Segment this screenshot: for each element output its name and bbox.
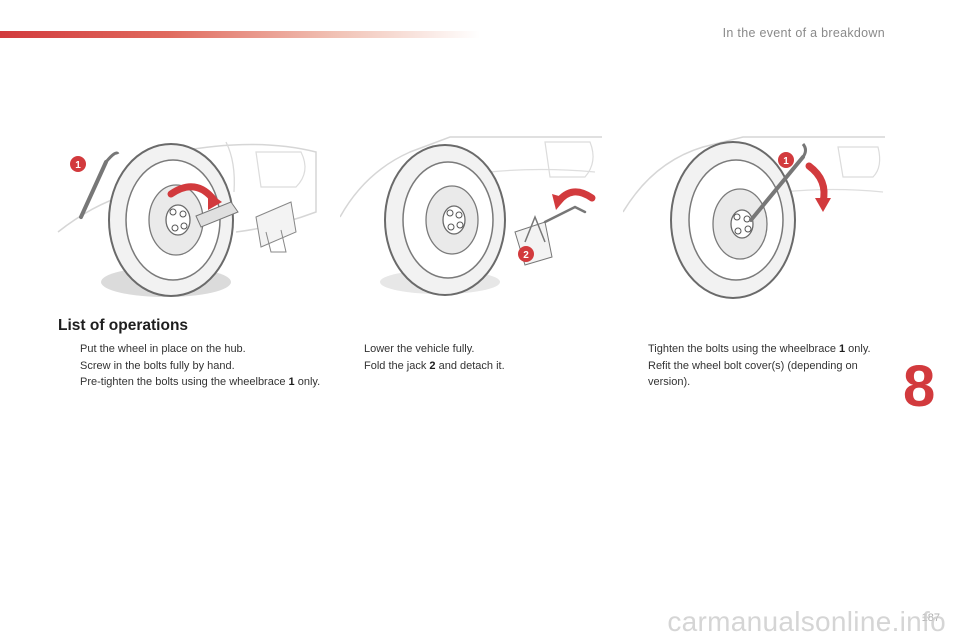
step-text: Screw in the bolts fully by hand.: [80, 359, 235, 372]
callout-label: 2: [523, 250, 529, 261]
reference-number: 1: [839, 343, 846, 355]
list-item: Put the wheel in place on the hub.: [58, 341, 323, 358]
callout-label: 1: [783, 156, 789, 167]
wheelbrace-tightening-icon: 1: [623, 136, 885, 299]
list-item: Refit the wheel bolt cover(s) (depending…: [626, 358, 891, 391]
step-text: and detach it.: [435, 359, 505, 372]
step-list-column-1: Put the wheel in place on the hub. Screw…: [58, 341, 323, 391]
list-item: Screw in the bolts fully by hand.: [58, 358, 323, 375]
chapter-title: In the event of a breakdown: [722, 26, 885, 40]
page-number: 187: [921, 612, 940, 624]
callout-label: 1: [75, 160, 81, 171]
watermark: carmanualsonline.info: [667, 606, 946, 637]
illustration-tighten-bolts: 1: [623, 132, 885, 307]
list-item: Fold the jack 2 and detach it.: [342, 358, 607, 375]
list-item: Lower the vehicle fully.: [342, 341, 607, 358]
step-text: Pre-tighten the bolts using the wheelbra…: [80, 376, 289, 388]
reference-number: 2: [429, 359, 436, 372]
wheel-bolt-tightening-icon: 1: [57, 141, 317, 297]
chapter-number: 8: [903, 354, 936, 419]
list-item: Tighten the bolts using the wheelbrace 1…: [626, 341, 891, 358]
chapter-color-bar: [0, 31, 480, 38]
step-text: Fold the jack: [364, 359, 430, 372]
jack-lowering-icon: 2: [340, 136, 602, 296]
list-item: Pre-tighten the bolts using the wheelbra…: [58, 374, 323, 391]
illustration-lower-vehicle: 2: [340, 132, 602, 307]
step-text: only.: [294, 376, 321, 388]
step-list-column-2: Lower the vehicle fully. Fold the jack 2…: [342, 341, 607, 374]
step-text: Put the wheel in place on the hub.: [80, 343, 246, 355]
step-text: only.: [845, 343, 871, 355]
section-heading: List of operations: [58, 317, 189, 334]
step-text: Refit the wheel bolt cover(s) (depending…: [648, 359, 858, 389]
step-text: Lower the vehicle fully.: [364, 343, 475, 355]
step-text: Tighten the bolts using the wheelbrace: [648, 343, 839, 355]
illustration-put-wheel-on-hub: 1: [56, 132, 318, 307]
reference-number: 1: [288, 376, 295, 388]
step-list-column-3: Tighten the bolts using the wheelbrace 1…: [626, 341, 891, 391]
